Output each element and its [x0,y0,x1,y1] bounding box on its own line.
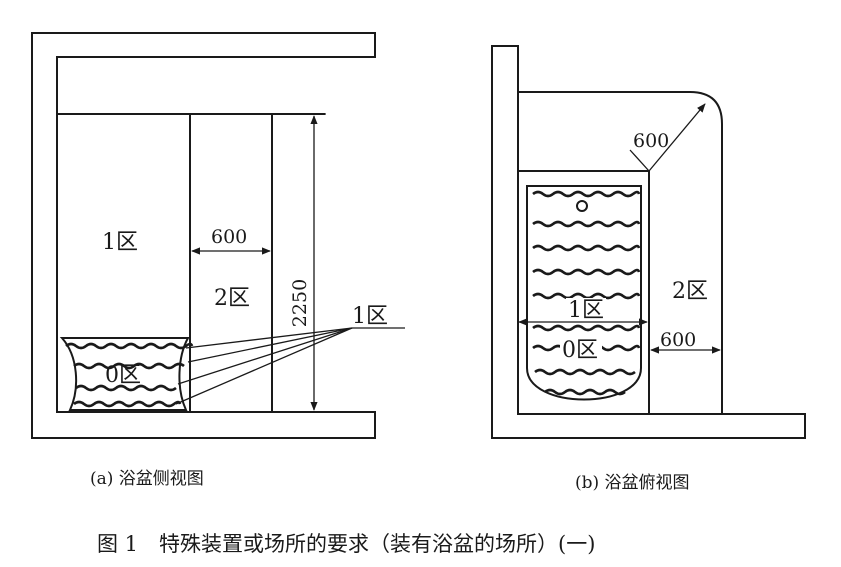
zone1-boundary [518,170,650,414]
top-view-caption: (b) 浴盆俯视图 [575,473,690,493]
bathtub-side [59,337,190,411]
figure-title: 图 1 特殊装置或场所的要求（装有浴盆的场所）(一) [97,532,595,556]
water-wave [534,368,636,376]
zone2-label: 2区 [214,286,250,311]
leader-line [187,327,353,363]
leader-line [175,327,353,405]
water-wave [532,268,641,276]
zone0-label-bg [560,338,602,360]
top-view: 1区 0区 2区 600 600 [491,45,806,439]
radius-dimension-label: 600 [633,130,669,152]
water-wave [73,400,182,408]
water-wave [544,388,626,396]
zone1-label-bg [566,298,606,320]
leader-line [185,327,353,349]
radius-extension-line [629,149,650,172]
zone1-label: 1区 [102,230,138,255]
zone1-pointer-label: 1区 [352,304,388,329]
side-wall-outline [31,32,376,439]
water-wave [532,324,641,332]
zone0-label: 0区 [562,338,598,363]
drain-icon [576,200,588,212]
leader-line [177,327,353,385]
water-wave [65,342,194,350]
zone1-label: 1区 [568,298,604,323]
zone2-label: 2区 [672,279,708,304]
zone0-label: 0区 [105,363,141,388]
height-dimension-label: 2250 [289,279,311,327]
bathtub-top [526,185,642,401]
water-wave [532,244,641,252]
zone2-width-dimension-label: 600 [660,329,696,351]
zone2-boundary [518,91,723,414]
water-wave [73,362,185,370]
water-wave [532,190,641,198]
radius-dimension-line [648,103,706,172]
side-view: 1区 2区 0区 1区 600 2250 [31,32,405,439]
top-wall-outline [491,45,806,439]
water-wave [532,220,641,228]
water-wave [75,384,177,392]
side-view-caption: (a) 浴盆侧视图 [90,469,204,489]
width-dimension-label: 600 [211,226,247,248]
